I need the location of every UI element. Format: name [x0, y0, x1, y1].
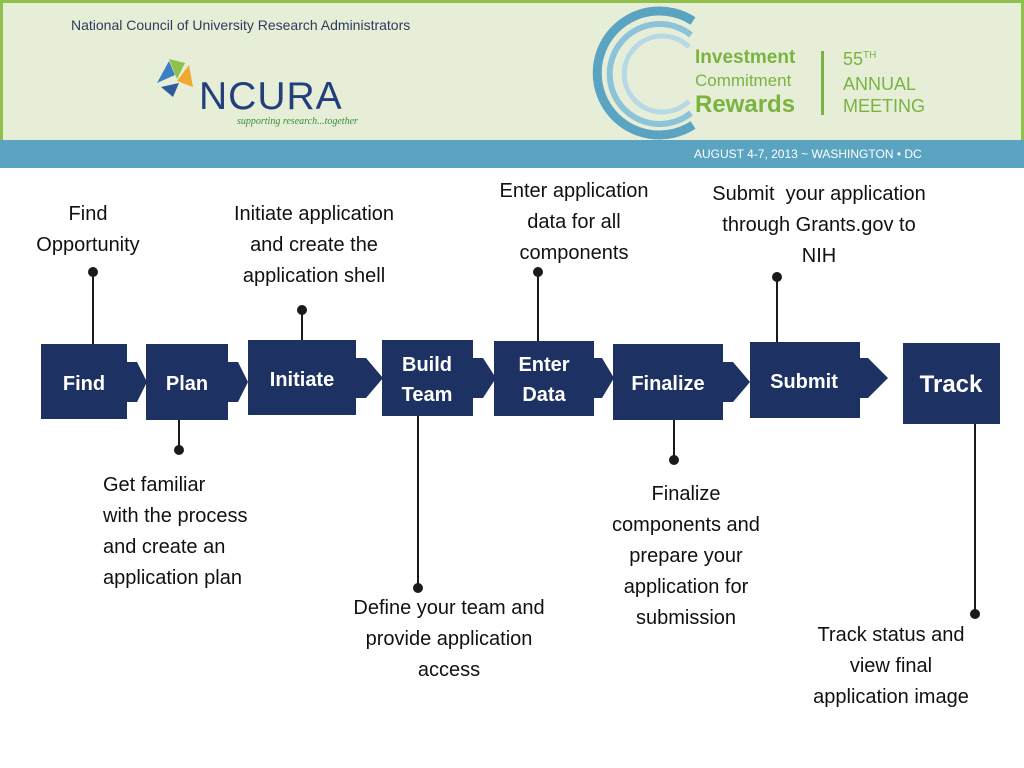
step-enter-data-box	[494, 341, 594, 416]
step-initiate-label: Initiate	[270, 369, 334, 391]
submit-desc-line: through Grants.gov to	[722, 214, 916, 236]
meeting-rings-icon	[592, 6, 696, 140]
submit-desc-line: NIH	[801, 245, 837, 267]
track-description: Track status and view final application …	[786, 620, 996, 713]
step-plan-label: Plan	[166, 373, 208, 395]
arrow-enter-finalize	[594, 358, 614, 398]
initiate-dot	[297, 305, 307, 315]
finalize-desc-line: components and	[612, 514, 760, 536]
enter-data-dot	[533, 267, 543, 277]
header-divider	[821, 51, 824, 115]
step-submit-box	[750, 342, 860, 418]
step-finalize-label: Finalize	[631, 373, 704, 395]
find-description: Find Opportunity	[10, 199, 166, 261]
meeting-theme-line2: Commitment	[695, 71, 792, 90]
build-team-desc-line: provide application	[365, 628, 533, 650]
initiate-description: Initiate application and create the appl…	[204, 199, 424, 292]
step-track-box	[903, 343, 1000, 424]
submit-desc-line: Submit your application	[712, 183, 926, 205]
step-track-label: Track	[920, 371, 983, 398]
track-desc-line: application image	[813, 686, 969, 708]
submit-description: Submit your application through Grants.g…	[682, 179, 956, 272]
step-build-team-label-1: Build	[402, 354, 452, 376]
build-team-desc-line: Define your team and	[353, 597, 545, 619]
arrow-submit-track	[860, 358, 888, 398]
enter-data-desc-line: Enter application	[499, 180, 649, 202]
plan-desc-line: application plan	[103, 567, 242, 589]
finalize-dot	[669, 455, 679, 465]
finalize-desc-line: Finalize	[651, 483, 721, 505]
track-desc-line: Track status and	[817, 624, 965, 646]
enter-data-desc-line: components	[519, 242, 629, 264]
build-team-dot	[413, 583, 423, 593]
plan-description: Get familiar with the process and create…	[103, 470, 303, 594]
meeting-theme-line1: Investment	[695, 47, 796, 68]
plan-dot	[174, 445, 184, 455]
arrow-plan-initiate	[228, 362, 248, 402]
annual-line2: ANNUAL	[843, 74, 917, 94]
find-dot	[88, 267, 98, 277]
step-enter-data-label-1: Enter	[518, 354, 569, 376]
track-dot	[970, 609, 980, 619]
step-find-label: Find	[63, 373, 105, 395]
meeting-theme-line3: Rewards	[695, 91, 796, 118]
arrow-finalize-submit	[723, 362, 750, 402]
find-desc-line: Find	[68, 203, 108, 225]
build-team-desc-line: access	[417, 659, 481, 681]
arrow-find-plan	[127, 362, 147, 402]
step-find-box	[41, 344, 127, 419]
build-team-description: Define your team and provide application…	[324, 593, 574, 686]
step-submit-label: Submit	[770, 371, 838, 393]
initiate-desc-line: and create the	[250, 234, 378, 256]
arrow-initiate-build	[356, 358, 383, 398]
date-location: AUGUST 4-7, 2013 ~ WASHINGTON • DC	[694, 147, 922, 161]
initiate-desc-line: application shell	[242, 265, 386, 287]
date-band	[0, 140, 1024, 168]
arrow-build-enter	[473, 358, 496, 398]
annual-line3: MEETING	[843, 96, 926, 116]
ncura-logo-text: NCURA	[199, 75, 343, 118]
step-finalize-box	[613, 344, 723, 420]
finalize-desc-line: application for	[623, 576, 749, 598]
step-plan-box	[146, 344, 228, 420]
plan-desc-line: Get familiar	[103, 474, 206, 496]
step-initiate-box	[248, 340, 356, 415]
step-enter-data-label-2: Data	[522, 384, 566, 406]
step-build-team-label-2: Team	[402, 384, 453, 406]
find-desc-line: Opportunity	[36, 234, 140, 256]
finalize-desc-line: submission	[635, 607, 737, 629]
finalize-desc-line: prepare your	[629, 545, 743, 567]
plan-desc-line: and create an	[103, 536, 226, 558]
initiate-desc-line: Initiate application	[233, 203, 395, 225]
finalize-description: Finalize components and prepare your app…	[586, 479, 786, 634]
organization-name: National Council of University Research …	[71, 17, 411, 33]
enter-data-description: Enter application data for all component…	[474, 176, 674, 269]
submit-dot	[772, 272, 782, 282]
annual-number: 55TH	[843, 49, 877, 69]
track-desc-line: view final	[849, 655, 933, 677]
enter-data-desc-line: data for all	[527, 211, 621, 233]
tagline: supporting research...together	[237, 116, 358, 127]
conference-header: National Council of University Research …	[0, 0, 1024, 140]
ncura-logo-icon	[157, 59, 193, 97]
step-build-team-box	[382, 340, 473, 416]
plan-desc-line: with the process	[103, 505, 248, 527]
